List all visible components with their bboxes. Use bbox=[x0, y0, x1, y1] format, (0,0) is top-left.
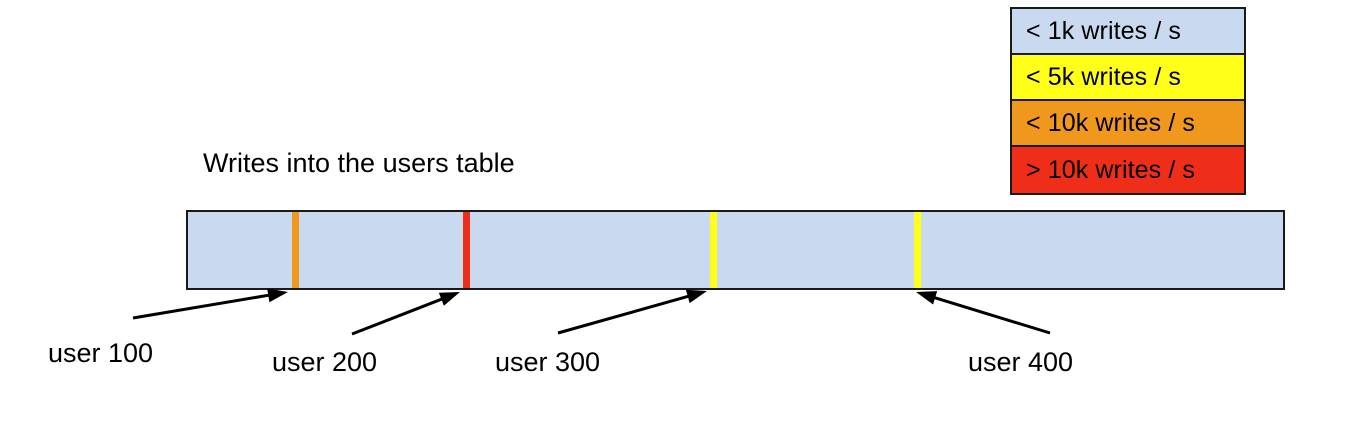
legend-row-lt-10k: < 10k writes / s bbox=[1012, 101, 1244, 147]
callout-arrow-user-100 bbox=[132, 288, 288, 320]
legend-row-lt-1k: < 1k writes / s bbox=[1012, 9, 1244, 55]
legend-label: < 1k writes / s bbox=[1026, 16, 1182, 45]
legend-label: < 5k writes / s bbox=[1026, 62, 1182, 91]
callout-arrow-user-400 bbox=[916, 291, 1051, 335]
callout-arrow-user-200 bbox=[351, 292, 460, 336]
user-100-stripe bbox=[292, 212, 299, 288]
callout-label-user-100: user 100 bbox=[48, 338, 154, 368]
users-table-bar bbox=[186, 210, 1285, 290]
user-300-stripe bbox=[710, 212, 717, 288]
legend-label: < 10k writes / s bbox=[1026, 108, 1196, 137]
legend-row-gt-10k: > 10k writes / s bbox=[1012, 147, 1244, 193]
user-200-stripe bbox=[463, 212, 470, 288]
legend-row-lt-5k: < 5k writes / s bbox=[1012, 55, 1244, 101]
legend-label: > 10k writes / s bbox=[1026, 155, 1196, 184]
callout-arrow-user-300 bbox=[557, 289, 707, 335]
callout-label-user-300: user 300 bbox=[495, 347, 601, 377]
legend: < 1k writes / s < 5k writes / s < 10k wr… bbox=[1010, 7, 1246, 195]
callout-label-user-200: user 200 bbox=[272, 347, 378, 377]
page-title: Writes into the users table bbox=[203, 148, 515, 178]
user-400-stripe bbox=[914, 212, 921, 288]
callout-label-user-400: user 400 bbox=[968, 347, 1074, 377]
